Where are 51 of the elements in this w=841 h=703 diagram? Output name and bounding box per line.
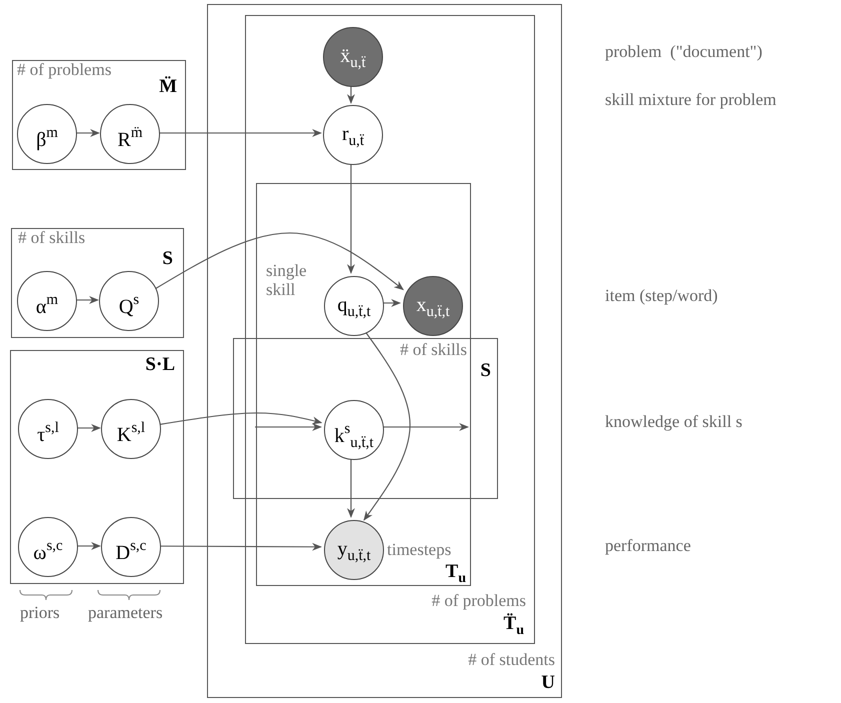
plate-label: # of students (468, 651, 555, 670)
variable-node: Q$^{s}$ (99, 271, 159, 331)
variable-node: q$_{u,ẗ,t}$ (324, 276, 384, 336)
plate-label: # of skills (18, 229, 86, 248)
arrow (160, 542, 322, 551)
annotation-text: item (step/word) (605, 286, 718, 306)
arrow (77, 542, 101, 550)
annotation-text: performance (605, 536, 691, 556)
variable-node: x$_{u,ẗ,t}$ (403, 276, 463, 336)
variable-node: α$^{m}$ (17, 271, 77, 331)
arrow (77, 424, 101, 432)
arrow (160, 412, 322, 425)
arrow (155, 232, 404, 290)
arrow (255, 423, 322, 431)
annotation-text: parameters (88, 603, 163, 623)
variable-node: β$^{m}$ (17, 104, 77, 164)
annotation-text: knowledge of skill s (605, 412, 742, 432)
plate (207, 4, 562, 698)
plate-label: # of problems (432, 592, 526, 611)
plate-index: M̈ (159, 77, 177, 98)
plate-index: T$_{u}$ (446, 562, 466, 586)
variable-node: y$_{u,ẗ,t}$ (324, 520, 384, 580)
variable-node: r$_{u,ẗ}$ (323, 105, 383, 165)
plate-label: # of skills (400, 341, 467, 360)
plate (11, 228, 184, 338)
arrow (347, 85, 355, 104)
plate (10, 350, 184, 584)
variable-node: ẍ$_{u,ẗ}$ (323, 27, 383, 87)
arrow (76, 129, 100, 137)
arrow (159, 129, 322, 137)
plate (233, 338, 498, 499)
variable-node: ω$^{s,c}$ (18, 517, 78, 577)
annotation-text: skill mixture for problem (605, 90, 776, 110)
variable-node: D$^{s,c}$ (101, 517, 161, 577)
plate-label: single skill (266, 262, 308, 300)
plate-index: U (541, 673, 555, 694)
plate (12, 60, 186, 170)
plate-label: # of problems (17, 61, 112, 80)
plate-index: T̈$_{u}$ (504, 614, 524, 638)
variable-node: R$^{m̈}$ (100, 104, 160, 164)
arrow (76, 296, 99, 304)
arrow (347, 163, 355, 274)
variable-node: τ$^{s,l}$ (18, 399, 78, 459)
arrow (347, 457, 355, 518)
annotation-text: priors (20, 603, 60, 623)
variable-node: K$^{s,l}$ (101, 399, 161, 459)
plate-index: S (162, 249, 173, 270)
plate-index: S·L (145, 355, 175, 376)
annotation-text: problem ("document") (605, 42, 762, 62)
plate-label: timesteps (387, 541, 452, 560)
plate-index: S (480, 361, 491, 382)
